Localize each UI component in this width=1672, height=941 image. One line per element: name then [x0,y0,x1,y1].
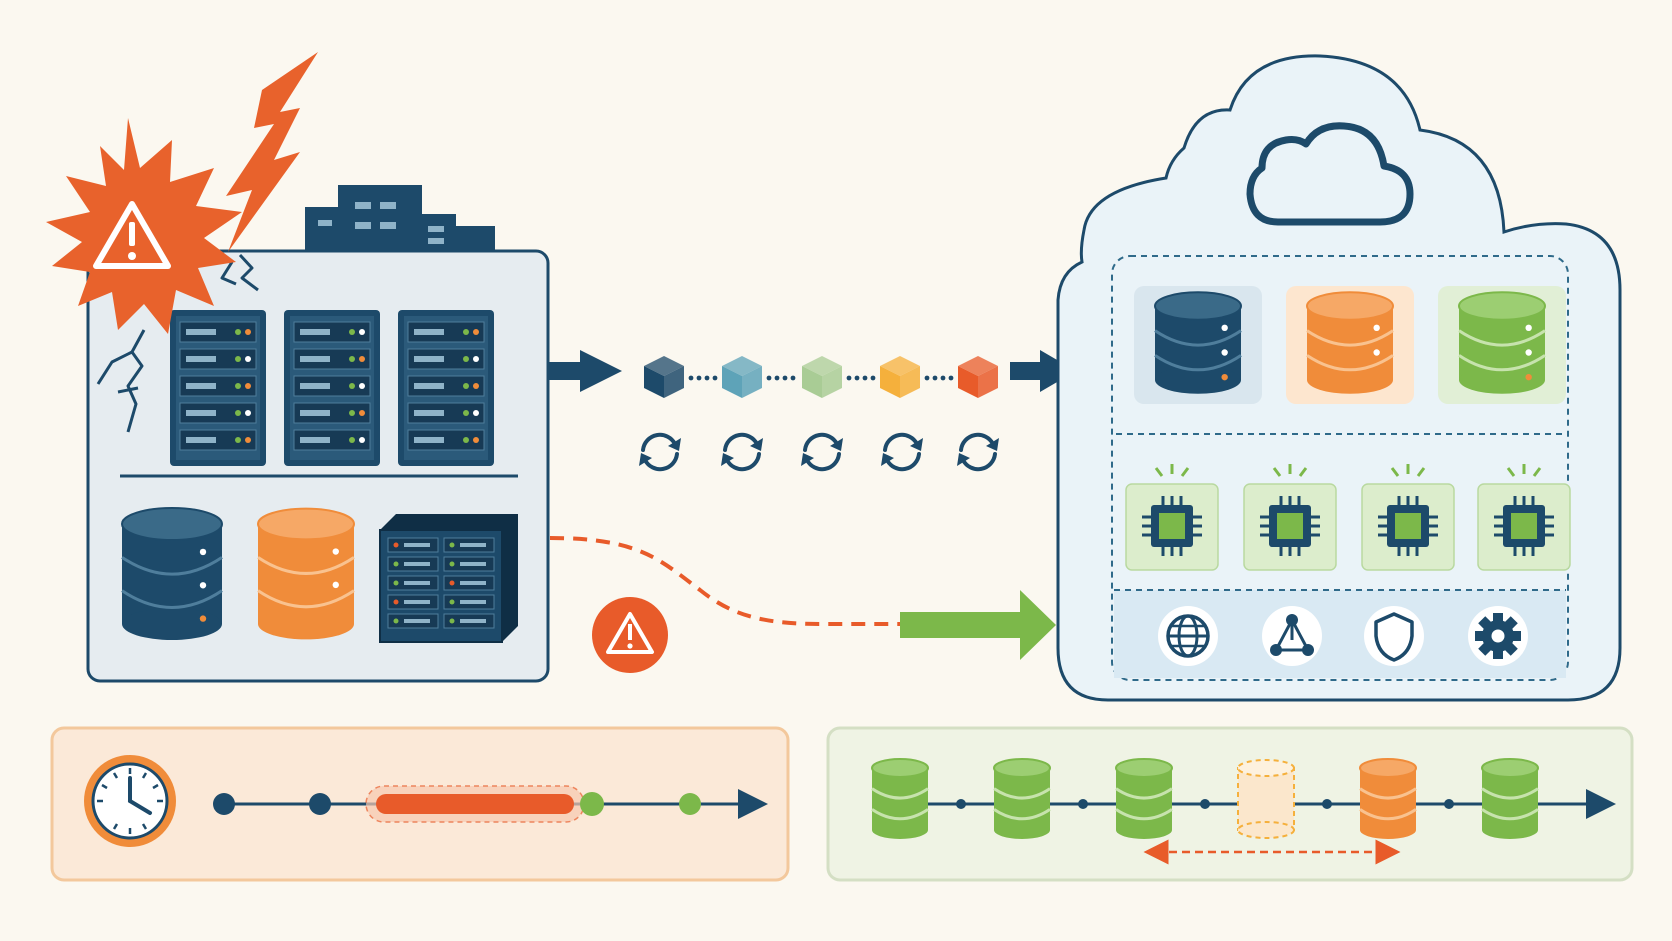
legacy-datacenter [46,52,550,683]
green-database [1458,291,1546,394]
sync-icon [721,432,763,472]
orange-database [1306,291,1394,394]
risky-path [549,536,1056,673]
shield-icon [1364,606,1424,666]
cloud-inner-boundary [1111,255,1569,681]
data-block [802,356,842,398]
timeline-downtime [50,726,790,882]
navy-database [1154,291,1242,394]
data-block [880,356,920,398]
migration-pipeline [548,350,1076,472]
green-database [871,758,929,839]
sync-icon [801,432,843,472]
green-database [993,758,1051,839]
timeline-databases [871,758,1539,839]
data-block [722,356,762,398]
clock-icon [84,755,176,847]
warning-icon [592,597,668,673]
cpu-chip-icon [1361,464,1455,571]
sync-icon [881,432,923,472]
server-rack [284,310,380,466]
green-database [1481,758,1539,839]
explosion-burst [46,118,242,334]
server-rack [398,310,494,466]
warning-icon [93,201,171,269]
navy-database [121,507,223,640]
cloud-services [1158,606,1528,666]
lightning-bolt [226,52,318,252]
building-roof [305,185,495,251]
data-blocks [644,356,998,398]
legacy-storage [121,507,518,643]
server-racks [170,310,494,466]
data-block [644,356,684,398]
cloud-databases [1134,286,1566,404]
cpu-chip-icon [1125,464,1219,571]
server-rack [170,310,266,466]
pipeline-arrow-left [548,350,622,392]
sync-icon [957,432,999,472]
cpu-chip-icon [1243,464,1337,571]
green-database [1115,758,1173,839]
data-block [958,356,998,398]
cloud-environment [1056,54,1622,702]
gear-icon [1468,606,1528,666]
network-icon [1262,606,1322,666]
orange-database [257,507,355,640]
ghost-database [1237,759,1295,839]
outage-bar [376,794,574,814]
green-arrow [900,590,1056,660]
wall-cracks [96,253,259,433]
orange-database [1359,758,1417,839]
compute-chips [1125,464,1571,571]
globe-icon [1158,606,1218,666]
cpu-chip-icon [1477,464,1571,571]
server-rack [379,514,518,643]
cloud-icon [1246,122,1414,226]
sync-icons [639,432,999,472]
sync-icon [639,432,681,472]
timeline-migration [826,726,1634,882]
